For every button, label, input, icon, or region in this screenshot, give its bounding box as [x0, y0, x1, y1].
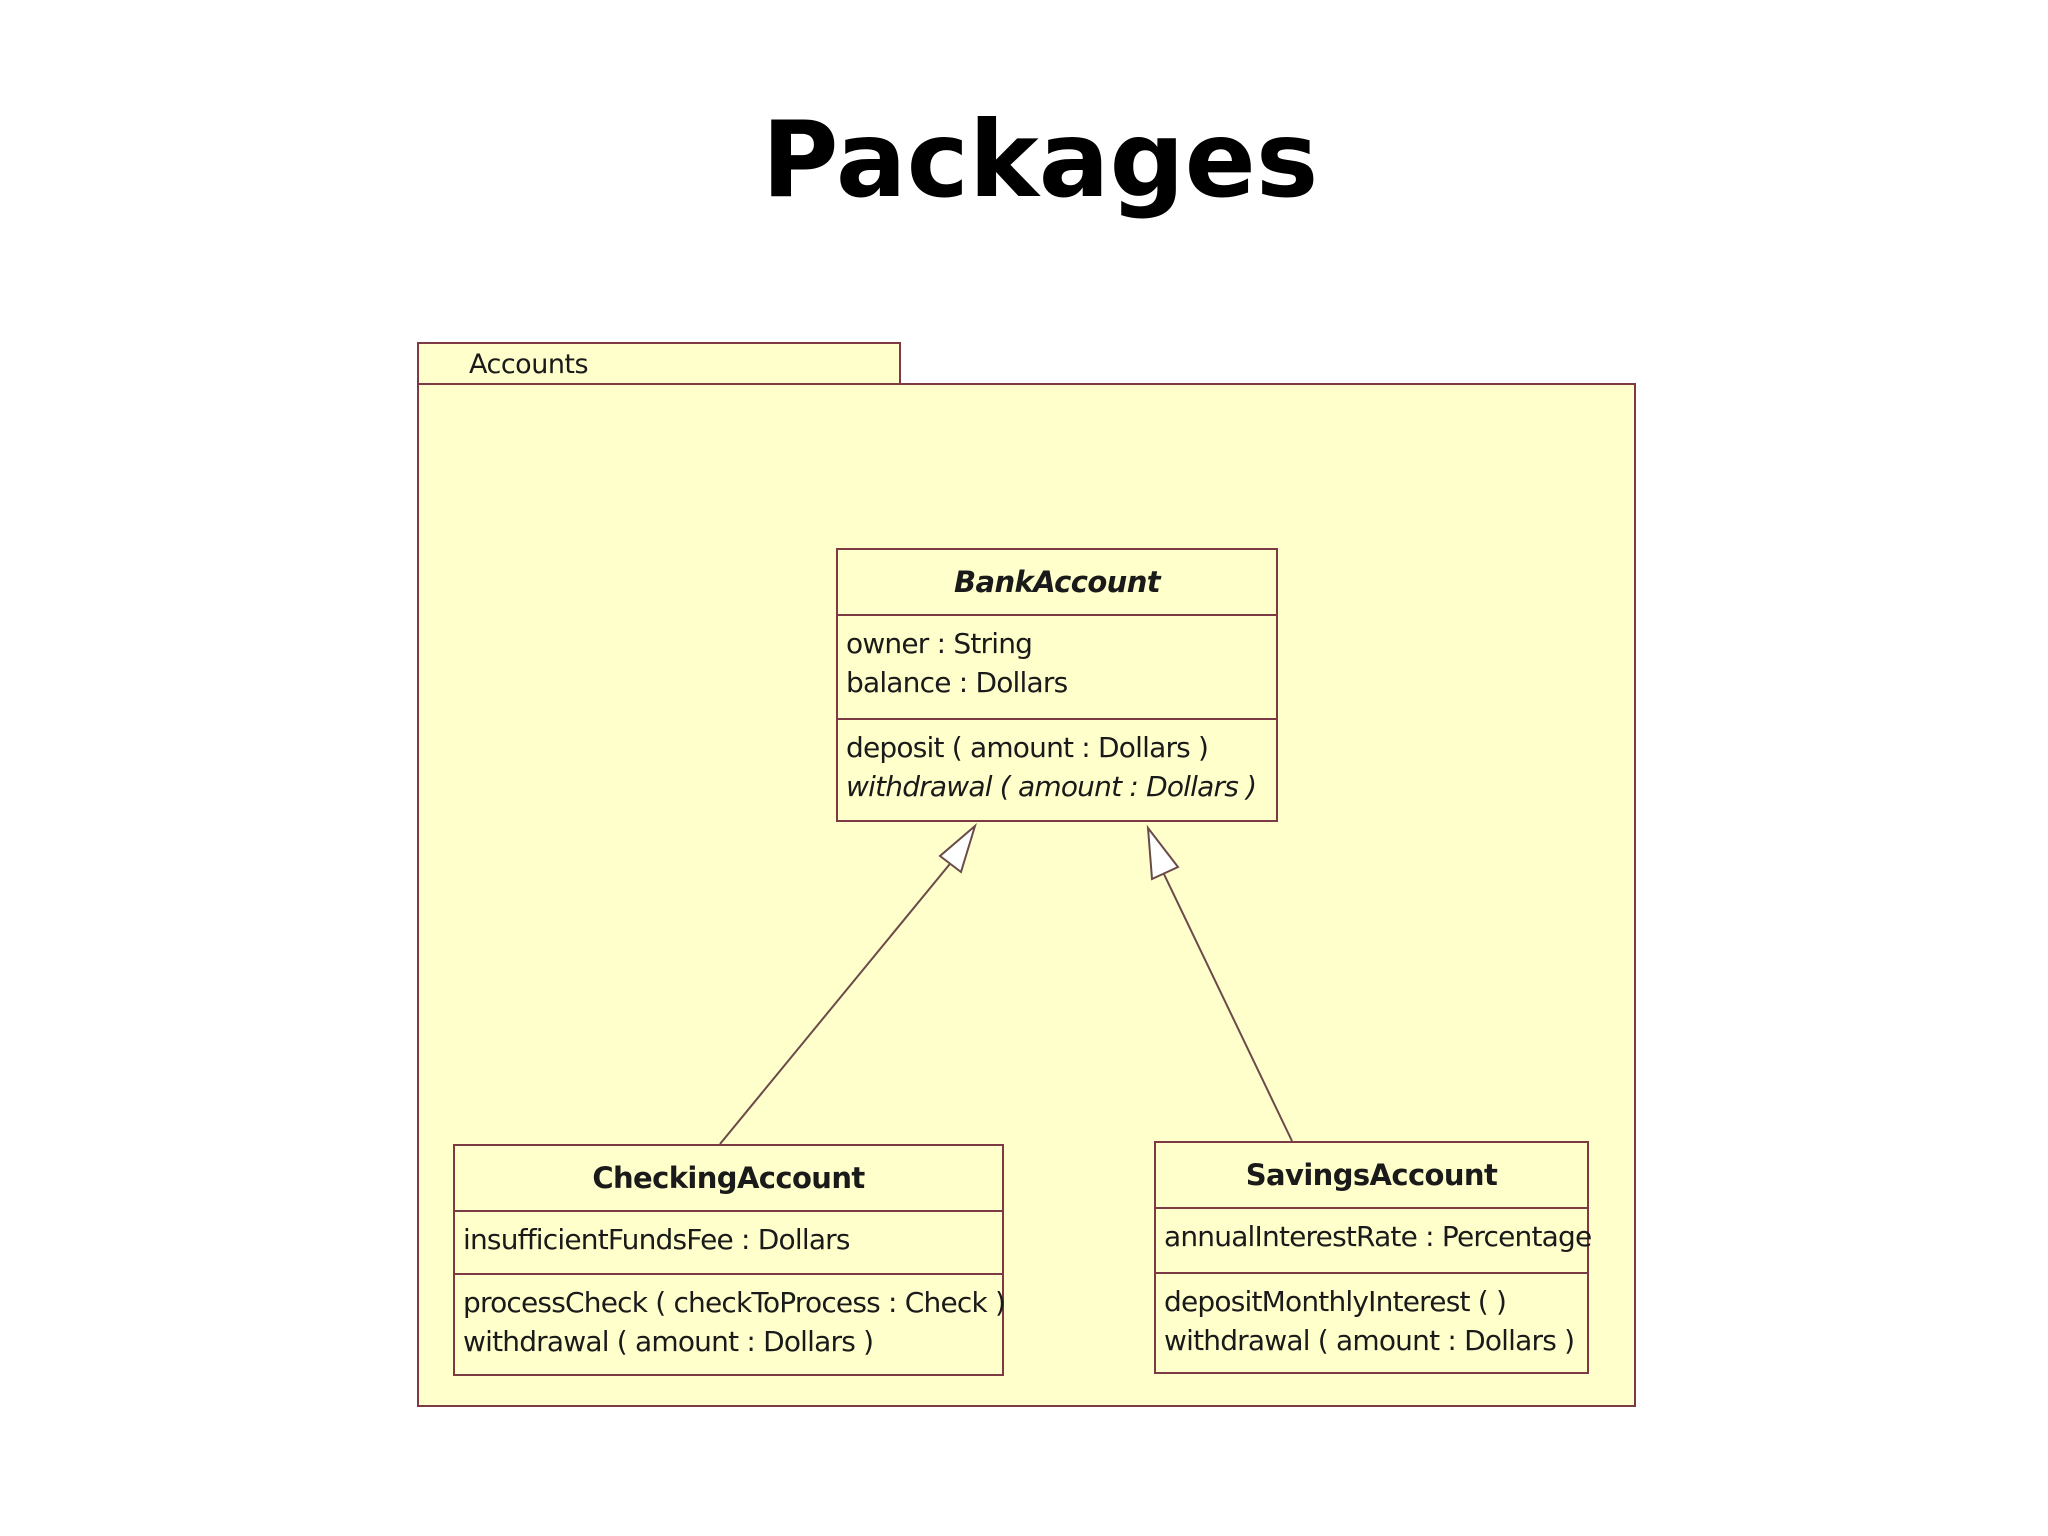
package-name: Accounts	[469, 349, 589, 380]
attribute: balance : Dollars	[846, 666, 1068, 699]
slide-title: Packages	[761, 99, 1319, 221]
operations-compartment: deposit ( amount : Dollars ) withdrawal …	[838, 720, 1276, 820]
class-name: SavingsAccount	[1156, 1143, 1587, 1209]
operation: depositMonthlyInterest ( )	[1164, 1285, 1507, 1318]
attributes-compartment: owner : String balance : Dollars	[838, 616, 1276, 720]
attribute: annualInterestRate : Percentage	[1164, 1220, 1592, 1253]
attributes-compartment: insufficientFundsFee : Dollars	[455, 1212, 1002, 1275]
class-name: CheckingAccount	[455, 1146, 1002, 1212]
operation: processCheck ( checkToProcess : Check )	[463, 1286, 1006, 1319]
operations-compartment: processCheck ( checkToProcess : Check ) …	[455, 1275, 1006, 1374]
class-bank-account: BankAccount owner : String balance : Dol…	[836, 548, 1278, 822]
class-savings-account: SavingsAccount annualInterestRate : Perc…	[1154, 1141, 1592, 1374]
attribute: owner : String	[846, 627, 1033, 660]
attribute: insufficientFundsFee : Dollars	[463, 1223, 850, 1256]
operation: withdrawal ( amount : Dollars )	[463, 1325, 874, 1358]
operation: deposit ( amount : Dollars )	[846, 731, 1209, 764]
attributes-compartment: annualInterestRate : Percentage	[1156, 1209, 1592, 1274]
package-tab: Accounts	[417, 342, 901, 385]
class-checking-account: CheckingAccount insufficientFundsFee : D…	[453, 1144, 1006, 1376]
operations-compartment: depositMonthlyInterest ( ) withdrawal ( …	[1156, 1274, 1587, 1372]
operation: withdrawal ( amount : Dollars )	[1164, 1324, 1575, 1357]
class-name: BankAccount	[838, 550, 1276, 616]
operation: withdrawal ( amount : Dollars )	[846, 770, 1257, 803]
